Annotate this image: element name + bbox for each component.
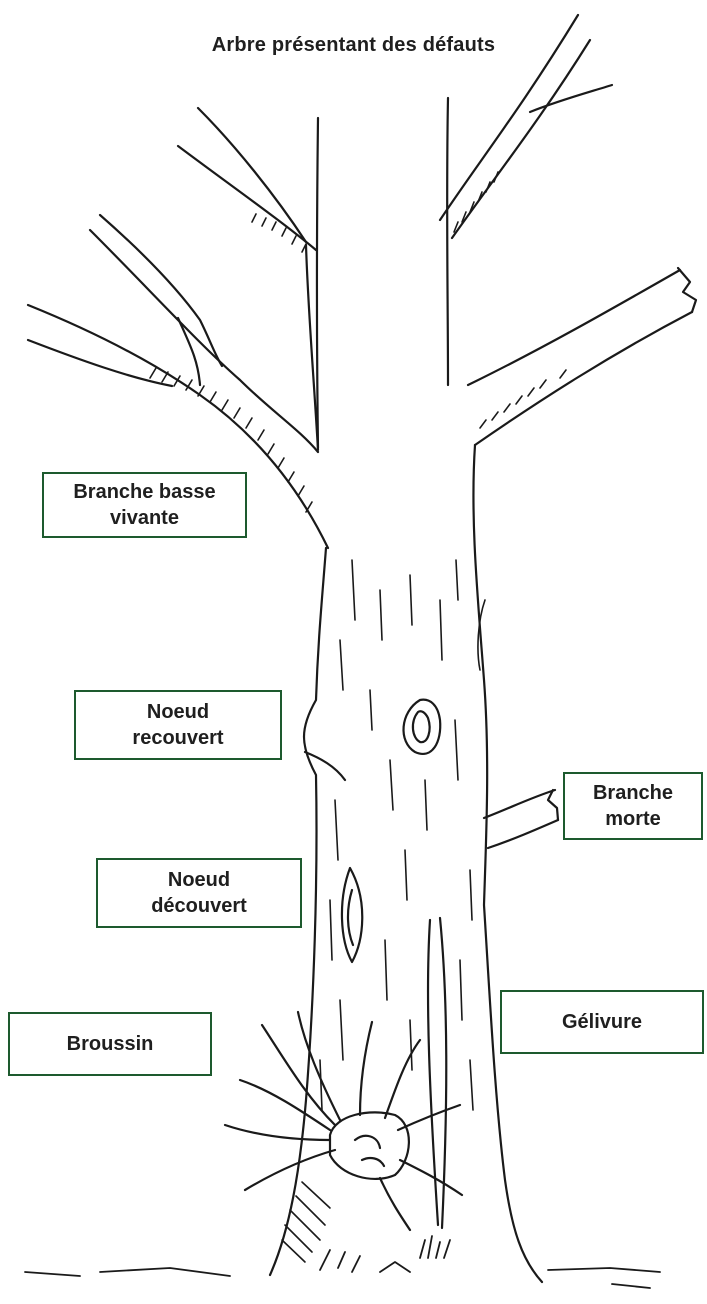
dead-branch-bottom xyxy=(488,820,558,848)
trunk-right-edge xyxy=(473,445,542,1282)
branch-right-top-b xyxy=(452,40,590,238)
uncovered-knot-inner xyxy=(348,890,353,945)
branch-right-top-twig xyxy=(530,85,612,112)
trunk-leader-right xyxy=(447,98,448,385)
label-noeud-decouvert: Noeud découvert xyxy=(96,858,302,928)
branch-living-inner xyxy=(178,318,200,385)
open-knot-inner xyxy=(413,711,430,742)
dead-branch-end xyxy=(548,790,558,820)
uncovered-knot-outer xyxy=(342,868,362,962)
label-branche-basse-vivante: Branche basse vivante xyxy=(42,472,247,538)
trunk-leader-left xyxy=(317,118,318,448)
branch-living-upper xyxy=(100,215,222,366)
bark-texture xyxy=(320,560,485,1110)
burl-body xyxy=(330,1112,409,1179)
branch-living-top xyxy=(90,230,318,452)
open-knot-outer xyxy=(404,700,441,754)
label-gelivure: Gélivure xyxy=(500,990,704,1054)
branch-right-broken-end xyxy=(678,268,696,312)
branch-right-broken-bottom xyxy=(475,312,692,445)
burl-detail xyxy=(355,1136,384,1166)
label-noeud-recouvert: Noeud recouvert xyxy=(74,690,282,760)
label-broussin: Broussin xyxy=(8,1012,212,1076)
dead-branch-top xyxy=(484,790,555,818)
branch-right-broken-top xyxy=(468,270,680,385)
ground xyxy=(25,1236,660,1288)
label-branche-morte: Branche morte xyxy=(563,772,703,840)
burl-twigs xyxy=(225,1012,462,1230)
branch-right-top-a xyxy=(440,15,578,220)
